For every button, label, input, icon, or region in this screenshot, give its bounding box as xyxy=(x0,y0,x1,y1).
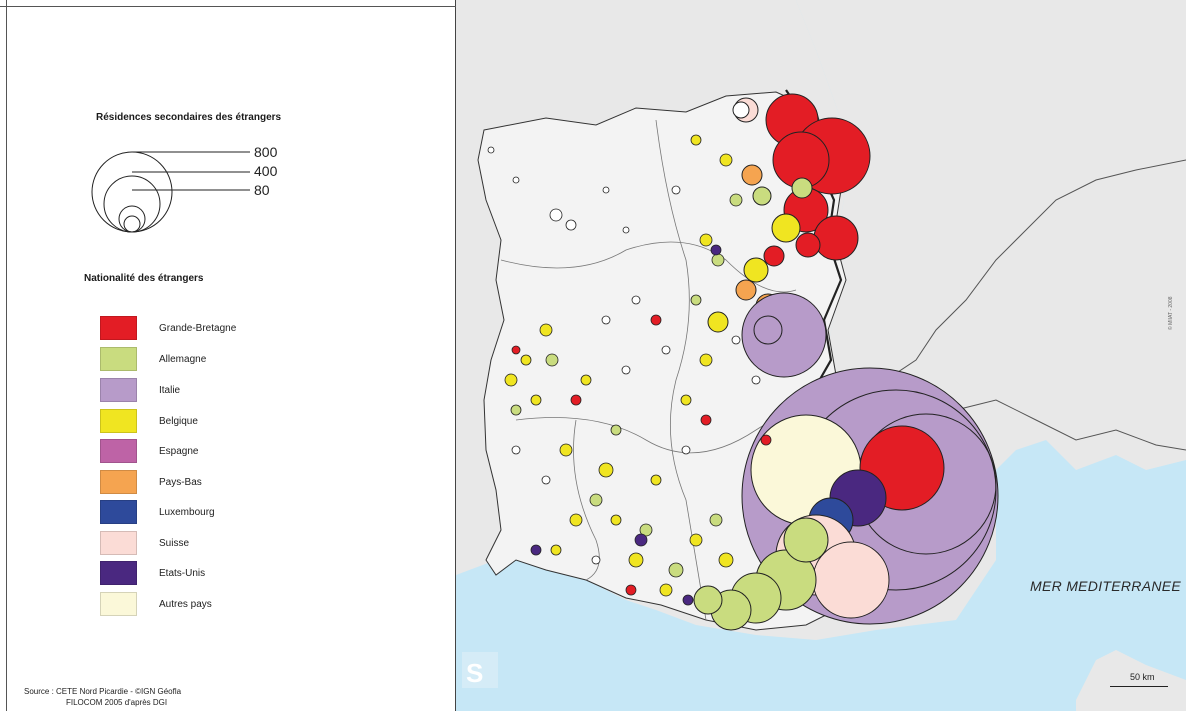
symbol-allemagne xyxy=(752,186,772,206)
small-symbols-cluster xyxy=(504,134,734,597)
legend-label: Suisse xyxy=(159,537,190,549)
legend-label: Espagne xyxy=(159,445,199,457)
legend-swatch xyxy=(100,531,137,555)
symbol-grande-bretagne xyxy=(795,232,821,258)
legend-label: Pays-Bas xyxy=(159,476,202,488)
legend-item: Espagne xyxy=(100,439,198,463)
size-legend-circles xyxy=(91,151,250,233)
size-label-400: 400 xyxy=(254,163,278,179)
symbol-allemagne xyxy=(791,177,813,199)
symbol-grande-bretagne xyxy=(813,215,859,261)
legend-swatch xyxy=(100,378,137,402)
map-svg: S xyxy=(456,0,1186,711)
legend-swatch xyxy=(100,561,137,585)
legend-swatch xyxy=(100,439,137,463)
symbol-other xyxy=(732,101,750,119)
legend-swatch xyxy=(100,592,137,616)
symbol-pays-bas xyxy=(735,279,757,301)
legend-label: Etats-Unis xyxy=(159,567,206,579)
small-symbols-cluster xyxy=(511,314,772,596)
legend-label: Italie xyxy=(159,384,181,396)
legend-item: Pays-Bas xyxy=(100,470,202,494)
size-circle-80 xyxy=(118,205,146,233)
legend-label: Grande-Bretagne xyxy=(159,322,237,334)
legend-swatch xyxy=(100,347,137,371)
scale-label: 50 km xyxy=(1130,672,1155,682)
source-line-2: FILOCOM 2005 d'après DGI xyxy=(66,698,168,707)
size-legend-title: Résidences secondaires des étrangers xyxy=(96,112,282,123)
legend-swatch xyxy=(100,470,137,494)
small-symbols-cluster xyxy=(487,146,761,565)
legend-item: Italie xyxy=(100,378,180,402)
nationality-legend-title: Nationalité des étrangers xyxy=(84,273,204,284)
size-label-80: 80 xyxy=(254,182,270,198)
size-circle-small xyxy=(123,215,141,233)
symbol-italie xyxy=(741,292,827,378)
legend-item: Grande-Bretagne xyxy=(100,316,236,340)
legend-item: Belgique xyxy=(100,409,198,433)
legend-label: Autres pays xyxy=(159,598,212,610)
small-symbols-cluster xyxy=(530,244,722,606)
source-note: Source : CETE Nord Picardie - ©IGN Géofl… xyxy=(24,686,181,708)
size-label-800: 800 xyxy=(254,144,278,160)
corsica-edge xyxy=(1076,650,1186,711)
legend-swatch xyxy=(100,409,137,433)
map-canvas: S xyxy=(456,0,1186,711)
neighbouring-land-east xyxy=(456,0,1186,470)
department-border xyxy=(500,241,797,293)
symbol-pays-bas xyxy=(741,164,763,186)
legend-label: Luxembourg xyxy=(159,506,215,518)
small-symbols-cluster xyxy=(510,193,743,578)
frame-top-line xyxy=(0,6,456,7)
svg-text:S: S xyxy=(466,658,483,688)
symbol-belgique xyxy=(771,213,801,243)
regional-border-italy xyxy=(845,159,1186,396)
legend-item: Suisse xyxy=(100,531,189,555)
credit-note: © MIIAT - 2008 xyxy=(1168,296,1174,330)
size-circle-400 xyxy=(103,175,161,233)
symbol-suisse xyxy=(812,541,890,619)
legend-panel: Résidences secondaires des étrangers 800… xyxy=(0,0,456,711)
legend-swatch xyxy=(100,500,137,524)
legend-item: Etats-Unis xyxy=(100,561,205,585)
frame-left-line xyxy=(6,0,7,711)
legend-item: Allemagne xyxy=(100,347,206,371)
legend-item: Luxembourg xyxy=(100,500,215,524)
department-border xyxy=(573,419,600,581)
symbol-allemagne xyxy=(693,585,723,615)
legend-item: Autres pays xyxy=(100,592,212,616)
legend-label: Allemagne xyxy=(159,353,207,365)
legend-swatch xyxy=(100,316,137,340)
symbol-ring xyxy=(753,315,783,345)
scale-bar xyxy=(1110,686,1168,687)
legend-label: Belgique xyxy=(159,415,198,427)
symbol-grande-bretagne xyxy=(763,245,785,267)
institution-logo: S xyxy=(462,652,498,688)
source-line-1: Source : CETE Nord Picardie - ©IGN Géofl… xyxy=(24,687,182,696)
sea-label: MER MEDITERRANEE xyxy=(1030,578,1182,594)
symbol-allemagne xyxy=(783,517,829,563)
symbol-belgique xyxy=(707,311,729,333)
symbol-belgique xyxy=(743,257,769,283)
size-circle-800 xyxy=(91,151,173,233)
